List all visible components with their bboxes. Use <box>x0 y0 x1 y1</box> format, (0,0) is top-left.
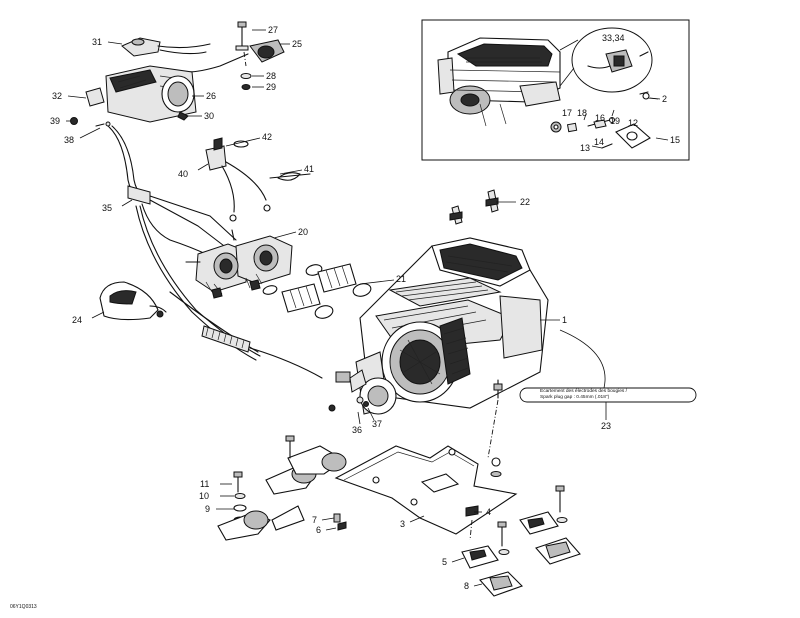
callout-3: 3 <box>400 519 406 529</box>
engine-mount-plate <box>334 445 518 541</box>
callout-14: 14 <box>594 137 605 147</box>
callout-20: 20 <box>298 227 309 237</box>
throttle-cables <box>107 125 261 361</box>
callout-7: 7 <box>312 515 318 525</box>
spark-plugs <box>449 189 499 225</box>
intake-manifolds <box>262 263 372 319</box>
callout-39: 39 <box>50 116 61 126</box>
callout-11: 11 <box>200 479 210 489</box>
callout-21: 21 <box>396 274 407 284</box>
spark-note-line1: Écartement des électrodes des bougies / <box>540 389 627 394</box>
callout-35: 35 <box>102 203 113 213</box>
callout-4: 4 <box>486 507 492 517</box>
callout-30: 30 <box>204 111 215 121</box>
inset-sensor-parts <box>550 91 661 149</box>
callout-33-34: 33,34 <box>602 33 625 43</box>
callout-13: 13 <box>580 143 591 153</box>
callout-15: 15 <box>670 135 681 145</box>
callout-18: 18 <box>577 108 588 118</box>
callout-25: 25 <box>292 39 303 49</box>
callout-2: 2 <box>662 94 668 104</box>
carburetors <box>185 229 293 299</box>
callout-1: 1 <box>562 315 568 325</box>
callout-16: 16 <box>595 113 606 123</box>
primer-parts <box>205 137 311 222</box>
callout-24: 24 <box>72 315 83 325</box>
callout-6: 6 <box>316 525 322 535</box>
callout-31: 31 <box>92 37 103 47</box>
callout-40: 40 <box>178 169 189 179</box>
callout-23: 23 <box>601 421 612 431</box>
callout-10: 10 <box>199 491 210 501</box>
callout-41: 41 <box>304 164 315 174</box>
engine-block <box>328 237 549 459</box>
callout-36: 36 <box>352 425 363 435</box>
ignition-parts <box>70 21 285 127</box>
inset-engine <box>437 37 561 127</box>
figure-code: 06Y1Q0313 <box>10 604 37 610</box>
callout-5: 5 <box>442 557 448 567</box>
callout-27: 27 <box>268 25 279 35</box>
callout-28: 28 <box>266 71 277 81</box>
callout-26: 26 <box>206 91 217 101</box>
throttle-housing <box>99 281 323 379</box>
callout-42: 42 <box>262 132 273 142</box>
callout-9: 9 <box>205 504 211 514</box>
spark-note-callout <box>519 329 697 420</box>
leader-lines <box>66 29 669 587</box>
callout-22: 22 <box>520 197 531 207</box>
callout-38: 38 <box>64 135 75 145</box>
spark-note-line2: Spark plug gap : 0.45mm (.018") <box>540 395 610 400</box>
callout-19: 19 <box>610 116 621 126</box>
callout-37: 37 <box>372 419 383 429</box>
callout-12: 12 <box>628 118 639 128</box>
inset-detail <box>421 19 690 161</box>
callout-8: 8 <box>464 581 470 591</box>
callout-32: 32 <box>52 91 63 101</box>
callout-17: 17 <box>562 108 573 118</box>
inset-magnifier <box>559 27 653 93</box>
rubber-mounts <box>217 435 581 597</box>
callout-29: 29 <box>266 82 277 92</box>
